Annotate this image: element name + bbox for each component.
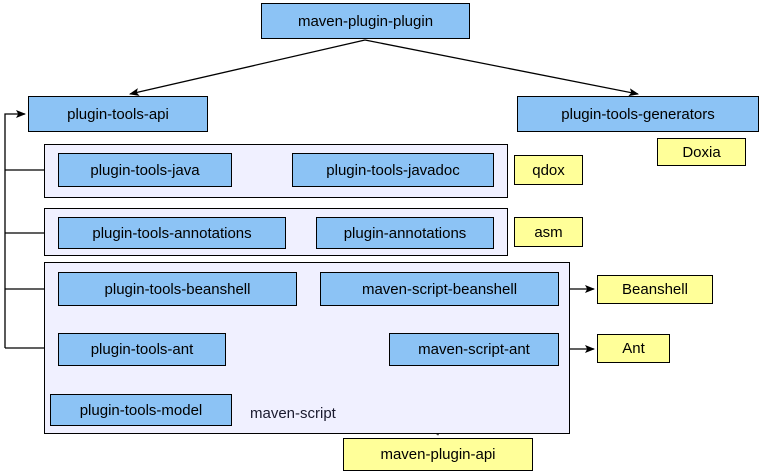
node-label: plugin-tools-ant [90, 341, 194, 358]
node-plugin-tools-ant[interactable]: plugin-tools-ant [58, 333, 226, 366]
node-maven-plugin-api[interactable]: maven-plugin-api [343, 438, 533, 471]
node-plugin-tools-javadoc[interactable]: plugin-tools-javadoc [292, 153, 494, 187]
node-maven-script-ant[interactable]: maven-script-ant [389, 333, 559, 366]
node-asm[interactable]: asm [514, 217, 583, 247]
node-plugin-tools-api[interactable]: plugin-tools-api [28, 96, 208, 132]
node-doxia[interactable]: Doxia [657, 138, 746, 166]
node-label: maven-script-ant [418, 341, 530, 358]
node-label: plugin-annotations [343, 224, 467, 242]
node-label: plugin-tools-model [79, 401, 203, 419]
node-label: plugin-tools-beanshell [104, 280, 251, 298]
node-plugin-tools-beanshell[interactable]: plugin-tools-beanshell [58, 272, 297, 306]
edge-plugin-to-generators [364, 39, 639, 97]
node-label: plugin-tools-generators [561, 105, 715, 123]
node-label: asm [534, 223, 563, 241]
node-ant[interactable]: Ant [597, 334, 670, 363]
node-label: Doxia [682, 143, 721, 161]
node-plugin-tools-model[interactable]: plugin-tools-model [50, 394, 232, 426]
node-label: qdox [532, 161, 565, 179]
node-label: plugin-tools-java [90, 161, 200, 179]
edge-plugin-to-api [129, 39, 366, 96]
group-maven-script-label: maven-script [250, 405, 336, 422]
node-qdox[interactable]: qdox [514, 155, 583, 185]
node-plugin-annotations[interactable]: plugin-annotations [316, 217, 494, 249]
node-plugin-tools-generators[interactable]: plugin-tools-generators [517, 96, 759, 132]
node-maven-plugin-plugin[interactable]: maven-plugin-plugin [261, 3, 470, 39]
node-label: plugin-tools-javadoc [326, 161, 460, 179]
node-label: Ant [622, 340, 645, 357]
node-label: maven-plugin-plugin [297, 12, 434, 30]
node-beanshell[interactable]: Beanshell [597, 275, 713, 304]
node-label: plugin-tools-api [67, 105, 169, 123]
node-label: maven-plugin-api [380, 446, 496, 463]
node-plugin-tools-java[interactable]: plugin-tools-java [58, 153, 232, 187]
node-label: plugin-tools-annotations [92, 224, 252, 242]
node-plugin-tools-annotations[interactable]: plugin-tools-annotations [58, 217, 286, 249]
edge-bus-to-api [4, 110, 26, 348]
node-label: maven-script-beanshell [361, 280, 518, 298]
node-label: Beanshell [622, 281, 688, 298]
node-maven-script-beanshell[interactable]: maven-script-beanshell [320, 272, 559, 306]
